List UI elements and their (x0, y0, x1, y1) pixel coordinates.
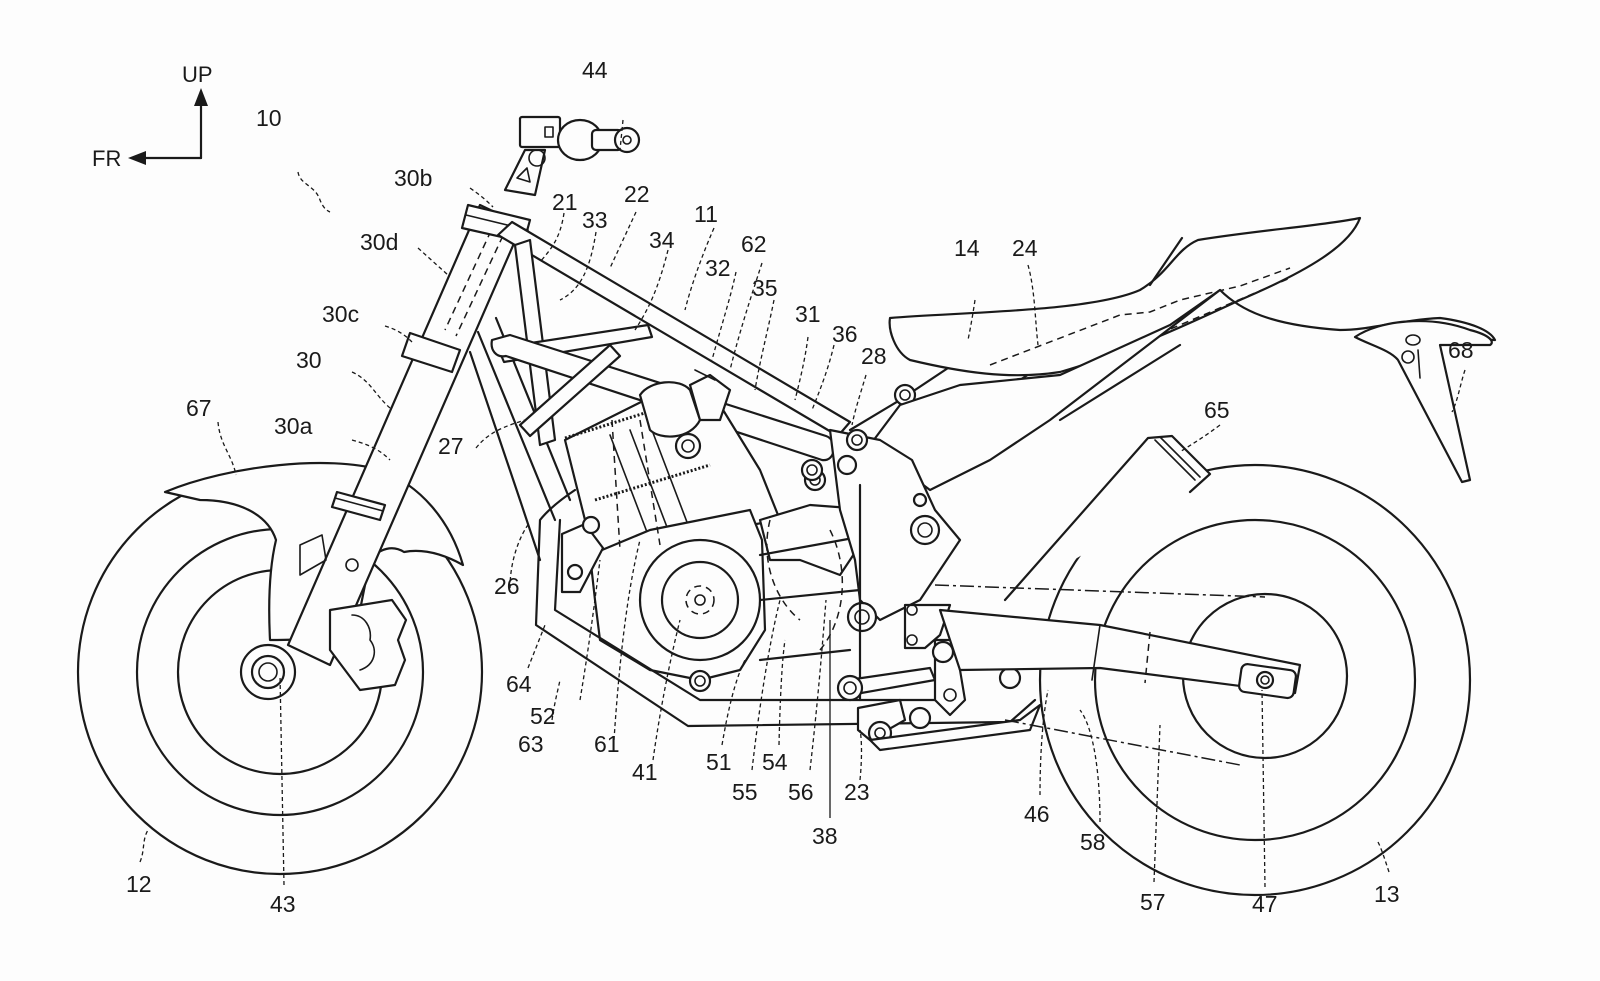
ref-63: 63 (518, 731, 544, 757)
up-label: UP (182, 62, 213, 87)
ref-43: 43 (270, 891, 296, 917)
front-brake-caliper (328, 598, 408, 692)
ref-21: 21 (552, 189, 578, 215)
ref-13: 13 (1374, 881, 1400, 907)
ref-10: 10 (256, 105, 282, 131)
ref-67: 67 (186, 395, 212, 421)
ref-56: 56 (788, 779, 814, 805)
main-frame-11 (468, 220, 1082, 562)
ref-27: 27 (438, 433, 464, 459)
ref-23: 23 (844, 779, 870, 805)
ref-30: 30 (296, 347, 322, 373)
ref-38: 38 (812, 823, 838, 849)
ref-26: 26 (494, 573, 520, 599)
reference-numerals: 10 30b 30d 30c 30 30a 67 27 26 44 21 33 … (126, 57, 1474, 917)
ref-51: 51 (706, 749, 732, 775)
ref-31: 31 (795, 301, 821, 327)
ref-44: 44 (582, 57, 608, 83)
orientation-indicator: UP FR (92, 62, 213, 171)
ref-36: 36 (832, 321, 858, 347)
main-pipe-22 (496, 220, 852, 438)
ref-11: 11 (694, 201, 718, 227)
ref-68: 68 (1448, 337, 1474, 363)
ref-30b: 30b (394, 165, 432, 191)
ref-61: 61 (594, 731, 620, 757)
ref-47: 47 (1252, 891, 1278, 917)
pivot-area (758, 428, 1042, 752)
ref-30d: 30d (360, 229, 398, 255)
tail-cowl (868, 288, 1497, 492)
ref-34: 34 (649, 227, 675, 253)
ref-46: 46 (1024, 801, 1050, 827)
ref-33: 33 (582, 207, 608, 233)
handlebar-44 (503, 115, 641, 197)
ref-54: 54 (762, 749, 788, 775)
ref-65: 65 (1204, 397, 1230, 423)
bottom-bridge-30c (400, 331, 462, 374)
ref-62: 62 (741, 231, 767, 257)
front-arrow-icon (128, 151, 146, 165)
leader-lines (139, 119, 1466, 888)
fastener-28 (845, 428, 869, 452)
ref-55: 55 (732, 779, 758, 805)
ref-22: 22 (624, 181, 650, 207)
generator-cover-41 (638, 538, 762, 662)
ref-52: 52 (530, 703, 556, 729)
rear-tire-outer (1038, 463, 1472, 897)
seat-14 (888, 216, 1362, 377)
ref-41: 41 (632, 759, 658, 785)
front-fork-30 (239, 203, 532, 701)
front-label: FR (92, 146, 121, 171)
rear-fender-65 (1003, 434, 1212, 602)
ref-30a: 30a (274, 413, 313, 439)
ref-14: 14 (954, 235, 980, 261)
ref-64: 64 (506, 671, 532, 697)
ref-30c: 30c (322, 301, 359, 327)
ref-58: 58 (1080, 829, 1106, 855)
swing-arm-46 (934, 584, 1302, 766)
rear-rim (1093, 518, 1417, 842)
rear-axle-47 (1255, 670, 1275, 690)
ref-32: 32 (705, 255, 731, 281)
rear-mudguard-68 (1353, 319, 1493, 484)
ref-24: 24 (1012, 235, 1038, 261)
front-axle-holder (239, 643, 297, 701)
rear-wheel (1038, 463, 1472, 897)
fork-tube-30a (286, 203, 524, 667)
ref-12: 12 (126, 871, 152, 897)
ref-35: 35 (752, 275, 778, 301)
ref-28: 28 (861, 343, 887, 369)
up-arrow-icon (194, 88, 208, 106)
ref-57: 57 (1140, 889, 1166, 915)
